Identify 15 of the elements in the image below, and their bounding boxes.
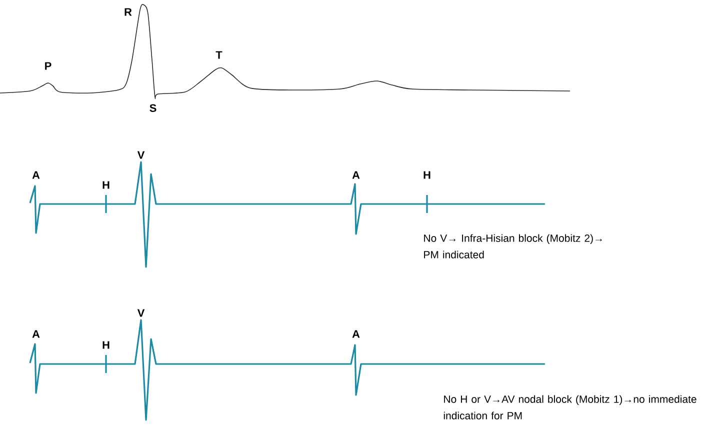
wave-label: H [102,341,110,349]
wave-label: T [216,51,222,59]
wave-label: H [424,171,430,179]
wave-label: V [137,151,145,159]
wave-label: P [45,62,52,70]
wave-label: A [32,330,40,338]
wave-label: A [32,171,40,179]
wave-label: A [352,171,360,179]
note-text: No H or V→AV nodal block (Mobitz 1)→no immediate indication for PM [444,395,696,420]
wave-label: V [137,309,145,317]
wave-label: A [352,330,360,338]
note-text: No V→ Infra-Hisian block (Mobitz 2)→ PM indicated [424,234,602,258]
wave-label: S [150,104,156,112]
wave-label: R [124,8,132,16]
wave-label: H [102,181,110,189]
